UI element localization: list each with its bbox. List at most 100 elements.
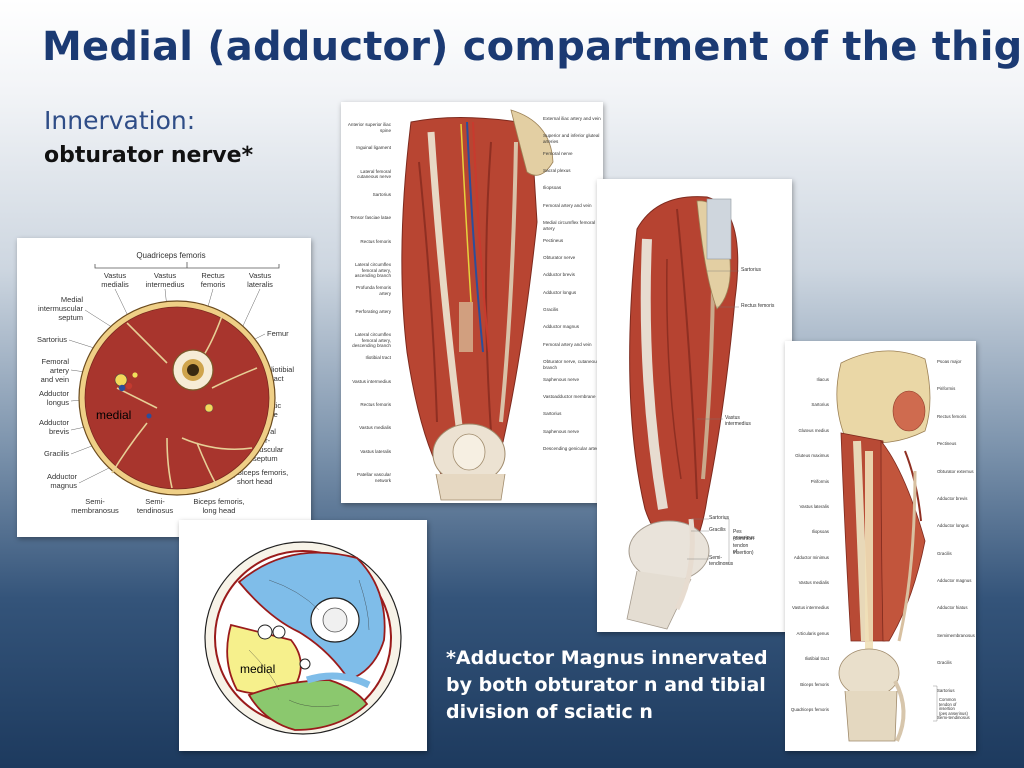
deep-right-label-8: Adductor magnus — [937, 578, 972, 584]
label-semimem-1: Semi- — [85, 497, 105, 506]
label-medial-septum-3: septum — [58, 313, 83, 322]
anterior-right-label-12: Adductor magnus — [543, 324, 580, 330]
deep-right-label-10: Semimembranosus — [937, 632, 975, 638]
pes-anserinus-label-2: tendon of — [733, 543, 749, 555]
anterior-right-label-3: Sacral plexus — [543, 168, 571, 174]
anterior-left-label-6: Lateral circumflex femoral artery, ascen… — [354, 262, 391, 279]
label-lat-septum-4: septum — [253, 454, 278, 463]
label-vastus-lateralis-1: Vastus — [249, 271, 272, 280]
label-rectus-femoris-1: Rectus — [201, 271, 225, 280]
label-biceps-long-2: long head — [203, 506, 236, 515]
anterior-right-label-15: Saphenous nerve — [543, 376, 580, 382]
deep-right-label-13: Semi-tendinosus — [937, 715, 970, 720]
medial-thigh-illustration — [626, 196, 739, 630]
cross-section-figure: Quadriceps femoris Vastus medialis Vastu… — [17, 238, 311, 537]
label-add-longus-2: longus — [47, 398, 69, 407]
label-vastus-medialis-2: medialis — [101, 280, 129, 289]
label-vastus-medialis-1: Vastus — [104, 271, 127, 280]
label-add-longus-1: Adductor — [39, 389, 70, 398]
label-biceps-short-2: short head — [237, 477, 272, 486]
anterior-right-label-8: Obturator nerve — [543, 254, 576, 260]
label-vastus-lateralis-2: lateralis — [247, 280, 273, 289]
anterior-thigh-illustration — [401, 109, 554, 501]
anterior-right-label-10: Adductor longus — [543, 289, 577, 295]
anterior-left-label-12: Rectus femoris — [360, 402, 391, 407]
label-vastus-intermedius-1: Vastus — [154, 271, 177, 280]
deep-right-label-4: Obturator externus — [937, 468, 974, 474]
anterior-left-label-11: Vastus intermedius — [352, 378, 391, 384]
label-femur: Femur — [267, 329, 289, 338]
medial-tag-cross-section: medial — [96, 408, 132, 422]
deep-bracket-label-1: tendon of — [939, 701, 957, 707]
deep-left-label-7: Adductor minimus — [793, 554, 829, 560]
label-semimem-2: membranosus — [71, 506, 119, 515]
deep-right-label-2: Rectus femoris — [937, 413, 967, 419]
footnote: *Adductor Magnus innervated by both obtu… — [446, 647, 768, 723]
anterior-left-label-10: Iliotibial tract — [365, 355, 391, 361]
deep-right-label-1: Piriformis — [937, 386, 956, 392]
deep-left-label-13: Quadriceps femoris — [790, 707, 829, 712]
deep-left-label-12: Biceps femoris — [800, 681, 829, 687]
compartment-diagram-illustration — [204, 541, 402, 735]
label-rectus-femoris-2: femoris — [201, 280, 226, 289]
deep-bracket-label-0: Common — [939, 697, 956, 702]
anterior-left-label-13: Vastus medialis — [359, 425, 391, 431]
medial-label-0: Sartorius — [741, 267, 762, 273]
label-lat-septum-3: muscular — [253, 445, 284, 454]
deep-left-label-5: Vastus lateralis — [799, 503, 829, 509]
deep-thigh-illustration — [836, 350, 938, 742]
anterior-right-label-4: Iliopsoas — [543, 185, 562, 191]
deep-left-label-8: Vastus medialis — [798, 580, 829, 586]
medial-label-2: Vastus intermedius — [725, 415, 751, 427]
anterior-left-label-9: Lateral circumflex femoral artery, desce… — [352, 332, 391, 349]
deep-left-label-3: Gluteus maximus — [795, 453, 829, 459]
anterior-left-label-2: Lateral femoral cutaneous nerve — [357, 168, 391, 180]
deep-right-label-12: Sartorius — [937, 687, 955, 693]
deep-left-label-11: Iliotibial tract — [804, 656, 829, 662]
anterior-left-label-3: Sartorius — [372, 192, 391, 197]
anterior-left-label-4: Tensor fasciae latae — [350, 215, 391, 221]
anterior-left-label-0: Anterior superior iliac spine — [347, 122, 391, 133]
label-iliotibial-2: tract — [269, 374, 285, 383]
anterior-right-label-14: Obturator nerve, cutaneous branch — [543, 359, 599, 370]
deep-right-label-6: Adductor longus — [937, 523, 969, 529]
anterior-right-label-16: Vastoadductor membrane — [543, 393, 596, 399]
medial-label-1: Rectus femoris — [741, 303, 775, 309]
anterior-right-label-5: Femoral artery and vein — [543, 202, 592, 208]
deep-left-label-10: Articularis genus — [796, 630, 829, 636]
medial-label-4: Gracilis — [709, 527, 726, 533]
anterior-right-label-2: Femoral nerve — [543, 150, 573, 156]
deep-right-label-9: Adductor hiatus — [937, 605, 968, 611]
anterior-left-label-15: Patellar vascular network — [357, 472, 391, 483]
anterior-left-label-5: Rectus femoris — [360, 238, 391, 244]
deep-left-label-1: Sartorius — [811, 402, 829, 408]
anterior-right-label-19: Descending genicular artery — [543, 446, 601, 451]
label-femoral-2: artery — [50, 366, 69, 375]
anterior-left-label-14: Vastus lateralis — [360, 448, 391, 454]
deep-bracket-label-2: insertion — [939, 706, 955, 712]
label-biceps-long-1: Biceps femoris, — [193, 497, 244, 506]
anterior-left-label-1: Inguinal ligament — [356, 145, 391, 151]
deep-left-label-2: Gluteus medius — [798, 427, 829, 433]
deep-right-label-7: Gracilis — [937, 550, 952, 556]
anterior-right-label-6: Medial circumflex femoral artery — [543, 220, 596, 231]
medial-tag-compartment: medial — [240, 662, 276, 676]
label-medial-septum-1: Medial — [61, 295, 83, 304]
deep-left-label-4: Piriformis — [810, 478, 829, 484]
label-add-magnus-1: Adductor — [47, 472, 78, 481]
deep-right-label-5: Adductor brevis — [937, 495, 968, 501]
label-iliotibial-1: Iliotibial — [269, 365, 294, 374]
deep-left-label-9: Vastus intermedius — [791, 605, 829, 611]
label-medial-septum-2: intermuscular — [38, 304, 84, 313]
deep-right-label-0: Psoas major — [937, 359, 962, 364]
pes-anserinus-label-3: insertion) — [733, 550, 754, 556]
anterior-left-label-7: Profunda femoris artery — [356, 285, 391, 296]
deep-right-label-3: Pectineus — [937, 441, 957, 447]
anterior-right-label-7: Pectineus — [543, 237, 564, 243]
